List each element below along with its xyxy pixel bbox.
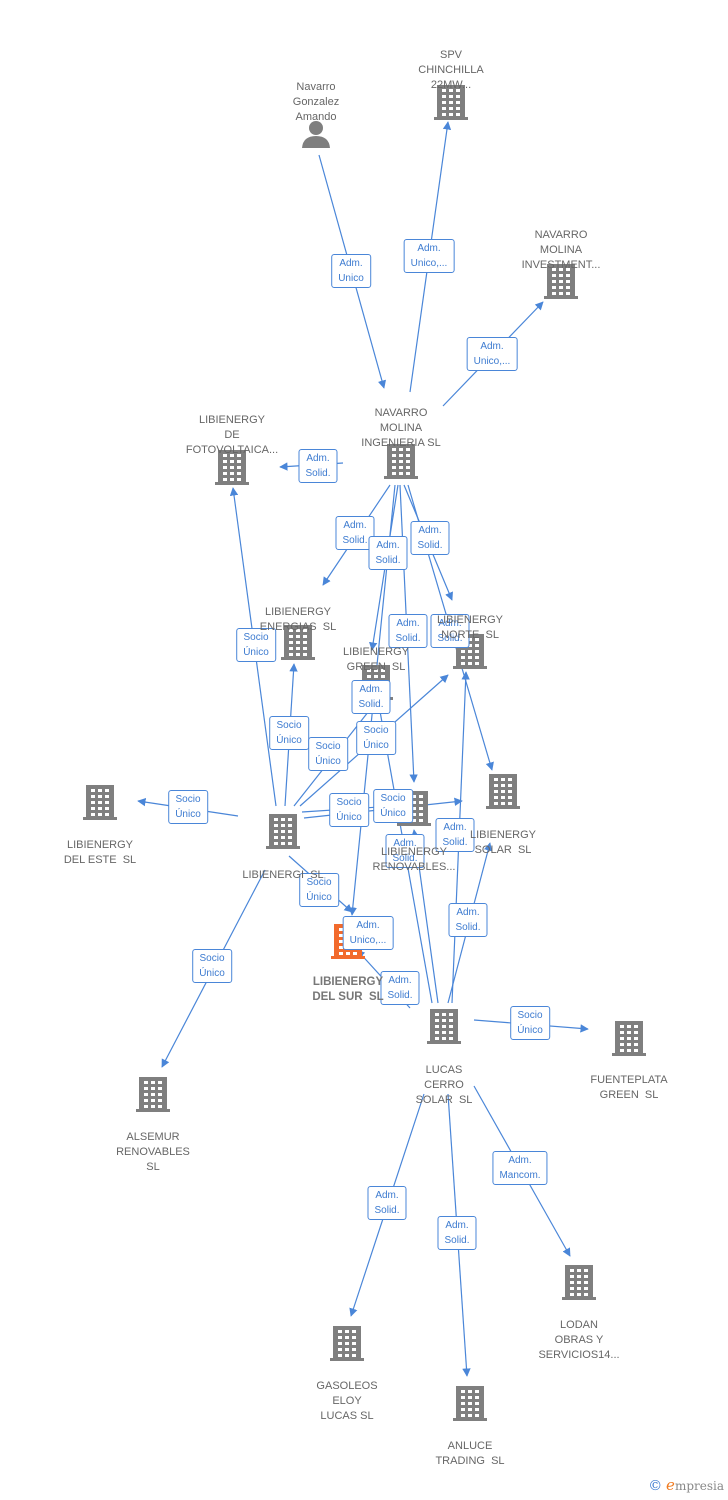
edge-label[interactable]: Socio Único <box>373 789 413 823</box>
building-icon[interactable] <box>281 625 315 660</box>
edge-label[interactable]: Socio Único <box>269 716 309 750</box>
building-icon[interactable] <box>486 774 520 809</box>
edge-label[interactable]: Adm. Solid. <box>351 680 391 714</box>
edge-label[interactable]: Socio Único <box>329 793 369 827</box>
edge-label[interactable]: Adm. Solid. <box>430 614 470 648</box>
edge-label[interactable]: Socio Único <box>510 1006 550 1040</box>
building-icon[interactable] <box>384 444 418 479</box>
building-icon[interactable] <box>83 785 117 820</box>
node-label-lodan[interactable]: LODAN OBRAS Y SERVICIOS14... <box>538 1319 620 1361</box>
edge-label[interactable]: Socio Único <box>236 628 276 662</box>
building-icon[interactable] <box>330 1326 364 1361</box>
node-label-lucas-cerro[interactable]: LUCAS CERRO SOLAR SL <box>415 1064 473 1106</box>
building-icon[interactable] <box>215 450 249 485</box>
edge-label[interactable]: Adm. Solid. <box>388 614 428 648</box>
node-label-norte[interactable]: LIBIENERGY NORTE SL <box>436 614 504 641</box>
node-label-fuenteplata[interactable]: FUENTEPLATA GREEN SL <box>590 1074 668 1101</box>
node-label-navarro-gonzalez[interactable]: Navarro Gonzalez Amando <box>292 81 340 123</box>
building-icon[interactable] <box>453 634 487 669</box>
node-label-libienergi[interactable]: LIBIENERGI SL <box>242 869 324 881</box>
edge-label[interactable]: Socio Único <box>308 737 348 771</box>
empresia-watermark: © empresia <box>648 1476 724 1494</box>
edge-label[interactable]: Adm. Solid. <box>437 1216 477 1250</box>
building-icon[interactable] <box>136 1077 170 1112</box>
node-label-anluce[interactable]: ANLUCE TRADING SL <box>435 1440 505 1467</box>
node-label-este[interactable]: LIBIENERGY DEL ESTE SL <box>63 839 137 866</box>
edge-label[interactable]: Socio Único <box>299 873 339 907</box>
node-label-navarro-inv[interactable]: NAVARRO MOLINA INVESTMENT... <box>521 229 601 271</box>
building-icon[interactable] <box>562 1265 596 1300</box>
node-label-energias[interactable]: LIBIENERGY ENERGIAS SL <box>259 606 337 633</box>
edge-label[interactable]: Socio Único <box>192 949 232 983</box>
building-icon[interactable] <box>434 85 468 120</box>
person-icon[interactable] <box>302 121 330 148</box>
node-label-solar[interactable]: LIBIENERGY SOLAR SL <box>469 829 537 856</box>
edge-label[interactable]: Socio Único <box>356 721 396 755</box>
node-label-green[interactable]: LIBIENERGY GREEN SL <box>342 646 410 673</box>
edge-label[interactable]: Adm. Solid. <box>335 516 375 550</box>
edge-label[interactable]: Adm. Unico,... <box>403 239 455 273</box>
edge-label[interactable]: Adm. Unico,... <box>342 916 394 950</box>
building-icon[interactable] <box>427 1009 461 1044</box>
building-icon[interactable] <box>266 814 300 849</box>
edge-label[interactable]: Adm. Solid. <box>298 449 338 483</box>
building-icon[interactable] <box>453 1386 487 1421</box>
edge-label[interactable]: Adm. Solid. <box>380 971 420 1005</box>
edge-label[interactable]: Adm. Solid. <box>410 521 450 555</box>
node-label-sur[interactable]: LIBIENERGY DEL SUR SL <box>312 976 384 1003</box>
node-label-spv[interactable]: SPV CHINCHILLA 22MW... <box>418 49 484 91</box>
edge-label[interactable]: Adm. Solid. <box>385 834 425 868</box>
node-label-fotovoltaica[interactable]: LIBIENERGY DE FOTOVOLTAICA... <box>185 414 279 456</box>
edge-label[interactable]: Adm. Solid. <box>368 536 408 570</box>
node-label-gasoleos[interactable]: GASOLEOS ELOY LUCAS SL <box>316 1380 378 1422</box>
node-label-renovables[interactable]: LIBIENERGY RENOVABLES... <box>372 846 456 873</box>
edge-label[interactable]: Socio Único <box>168 790 208 824</box>
edge-label[interactable]: Adm. Solid. <box>367 1186 407 1220</box>
building-icon[interactable] <box>612 1021 646 1056</box>
edge-label[interactable]: Adm. Mancom. <box>492 1151 548 1185</box>
edge-label[interactable]: Adm. Solid. <box>448 903 488 937</box>
edge-label[interactable]: Adm. Solid. <box>435 818 475 852</box>
building-icon[interactable] <box>544 264 578 299</box>
edge-label[interactable]: Adm. Unico <box>331 254 371 288</box>
edge-label[interactable]: Adm. Unico,... <box>466 337 518 371</box>
node-label-alsemur[interactable]: ALSEMUR RENOVABLES SL <box>116 1131 190 1173</box>
node-label-navarro-ing[interactable]: NAVARRO MOLINA INGENIERIA SL <box>361 407 441 449</box>
